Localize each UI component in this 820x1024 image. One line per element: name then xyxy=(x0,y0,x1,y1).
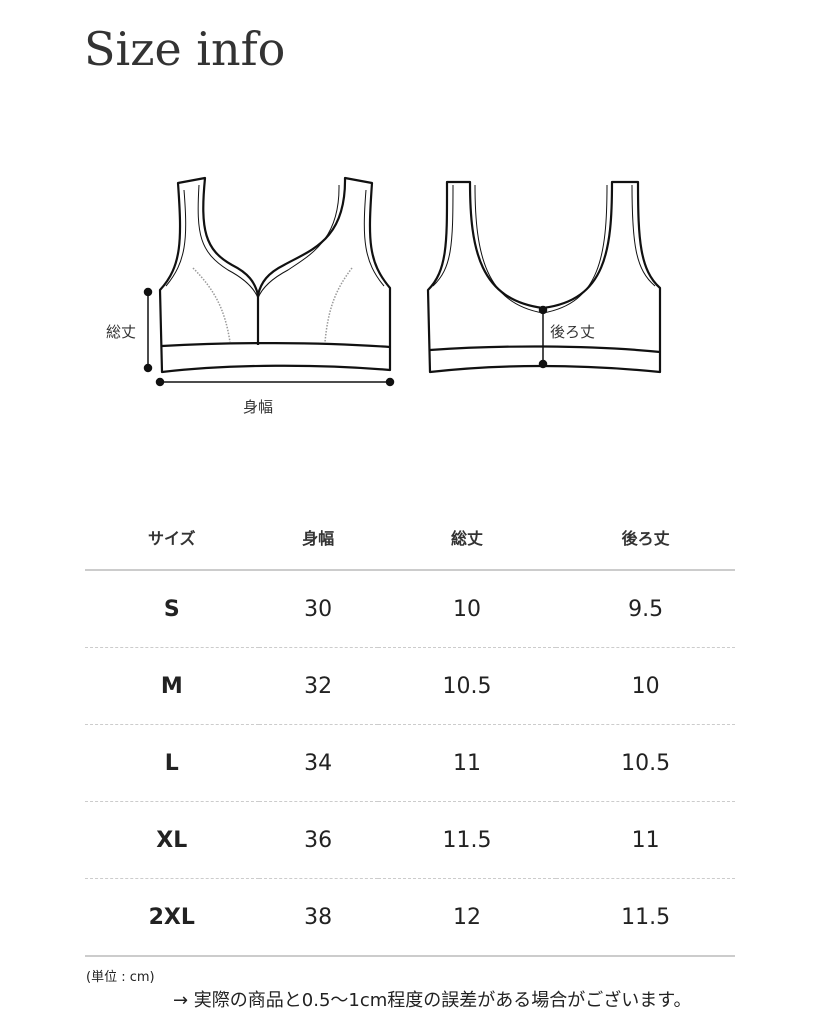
width-label: 身幅 xyxy=(243,398,274,416)
total-length-cell: 12 xyxy=(377,878,557,957)
width-cell: 34 xyxy=(258,724,378,802)
back-length-measure xyxy=(538,305,548,369)
table-row: S 30 10 9.5 xyxy=(85,570,735,648)
size-diagram xyxy=(143,176,662,387)
width-cell: 38 xyxy=(258,878,378,957)
width-cell: 36 xyxy=(258,801,378,879)
size-cell: L xyxy=(85,724,259,802)
back-length-cell: 11 xyxy=(556,801,735,879)
total-length-cell: 10 xyxy=(377,570,557,648)
header-total-length: 総丈 xyxy=(377,505,557,571)
size-cell: 2XL xyxy=(85,878,259,957)
total-length-measure xyxy=(143,287,153,373)
back-length-cell: 10 xyxy=(556,647,735,725)
total-length-label: 総丈 xyxy=(106,323,137,341)
total-length-cell: 10.5 xyxy=(377,647,557,725)
tolerance-note: → 実際の商品と0.5〜1cm程度の誤差がある場合がございます。 xyxy=(173,990,692,1011)
width-measure xyxy=(155,377,395,387)
size-cell: S xyxy=(85,570,259,648)
table-header-row: サイズ 身幅 総丈 後ろ丈 xyxy=(85,505,735,571)
size-cell: M xyxy=(85,647,259,725)
table-row: 2XL 38 12 11.5 xyxy=(85,878,735,957)
table-row: M 32 10.5 10 xyxy=(85,647,735,725)
back-length-cell: 10.5 xyxy=(556,724,735,802)
header-width: 身幅 xyxy=(258,505,378,571)
width-cell: 30 xyxy=(258,570,378,648)
header-back-length: 後ろ丈 xyxy=(556,505,735,571)
total-length-cell: 11.5 xyxy=(377,801,557,879)
front-view-illustration xyxy=(158,176,392,374)
header-size: サイズ xyxy=(85,505,259,571)
back-length-label: 後ろ丈 xyxy=(550,323,596,341)
back-length-cell: 9.5 xyxy=(556,570,735,648)
back-view-illustration xyxy=(426,180,662,374)
table-row: L 34 11 10.5 xyxy=(85,724,735,802)
back-length-cell: 11.5 xyxy=(556,878,735,957)
size-cell: XL xyxy=(85,801,259,879)
table-row: XL 36 11.5 11 xyxy=(85,801,735,879)
page-title: Size info xyxy=(84,22,286,76)
width-cell: 32 xyxy=(258,647,378,725)
total-length-cell: 11 xyxy=(377,724,557,802)
unit-note: (単位 : cm) xyxy=(86,970,155,985)
size-table: サイズ 身幅 総丈 後ろ丈 S 30 10 9.5 M 32 10.5 10 L… xyxy=(85,505,735,957)
